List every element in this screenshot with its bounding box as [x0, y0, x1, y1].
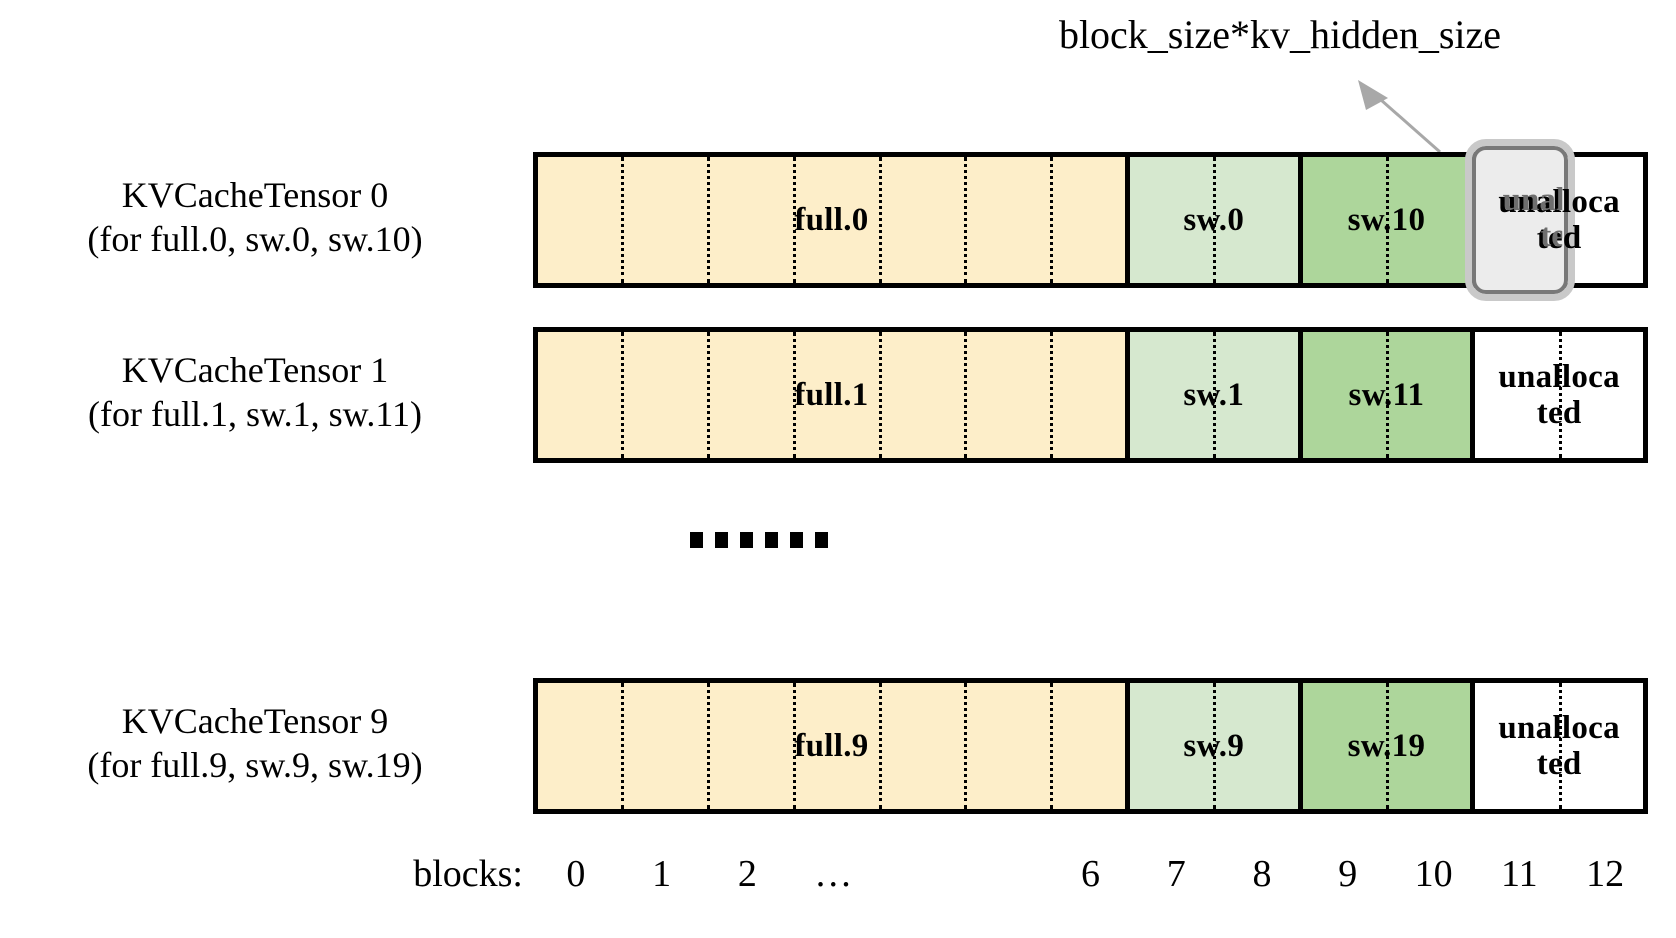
segment-label: sw.9 [1183, 727, 1245, 764]
block-divider [1050, 683, 1054, 809]
segment-label: sw.19 [1347, 727, 1426, 764]
block-divider [792, 157, 796, 283]
axis-tick-label: 1 [652, 853, 672, 895]
annotation-label: block_size*kv_hidden_size [1058, 12, 1502, 57]
axis-tick-label: 6 [1081, 853, 1100, 895]
annotation-arrow-icon [1358, 80, 1441, 154]
segment-label: full.1 [794, 376, 869, 413]
tensor-row: KVCacheTensor 0(for full.0, sw.0, sw.10)… [0, 139, 1676, 301]
ellipsis-dot [815, 532, 828, 548]
block-divider [1558, 683, 1562, 809]
tensor-name: KVCacheTensor 9 [121, 701, 389, 741]
tensor-sublabel: (for full.1, sw.1, sw.11) [88, 393, 422, 434]
bar-segment[interactable]: sw.19 [1297, 683, 1471, 809]
axis-tick-label: 11 [1501, 853, 1538, 895]
segment-label: full.9 [794, 727, 869, 764]
tensor-sublabel: (for full.0, sw.0, sw.10) [87, 218, 423, 259]
tensor-row-label: KVCacheTensor 0(for full.0, sw.0, sw.10) [20, 174, 490, 262]
bar-segment[interactable]: sw.11 [1297, 332, 1471, 458]
segment-label: sw.0 [1183, 201, 1245, 238]
block-divider [1213, 683, 1217, 809]
ellipsis-dot [765, 532, 778, 548]
bar-segment[interactable]: full.1 [538, 332, 1125, 458]
block-divider [878, 157, 882, 283]
axis-tick-label: 8 [1252, 853, 1272, 895]
axis-tick-label: … [814, 853, 853, 895]
segment-label: sw.11 [1348, 376, 1425, 413]
tensor-sublabel: (for full.9, sw.9, sw.19) [87, 744, 423, 785]
bar-segment[interactable]: full.9 [538, 683, 1125, 809]
block-divider [1050, 157, 1054, 283]
block-divider [878, 683, 882, 809]
block-divider [707, 332, 711, 458]
block-divider [1558, 332, 1562, 458]
rows-ellipsis [690, 532, 828, 548]
block-divider [621, 157, 625, 283]
segment-label: sw.10 [1347, 201, 1426, 238]
tensor-name: KVCacheTensor 0 [121, 175, 389, 215]
bar-segment[interactable]: sw.9 [1124, 683, 1298, 809]
block-divider [707, 157, 711, 283]
tensor-row-label: KVCacheTensor 9(for full.9, sw.9, sw.19) [20, 700, 490, 788]
block-divider [1213, 332, 1217, 458]
block-highlight-box[interactable] [1465, 139, 1576, 301]
ellipsis-dot [740, 532, 753, 548]
tensor-name: KVCacheTensor 1 [121, 350, 389, 390]
segment-label: sw.1 [1183, 376, 1245, 413]
block-divider [1385, 683, 1389, 809]
tensor-row-label: KVCacheTensor 1(for full.1, sw.1, sw.11) [20, 349, 490, 437]
block-divider [1050, 332, 1054, 458]
tensor-row: KVCacheTensor 1(for full.1, sw.1, sw.11)… [0, 327, 1676, 463]
block-divider [964, 683, 968, 809]
bar-segment[interactable]: full.0 [538, 157, 1125, 283]
bar-segment[interactable]: sw.1 [1124, 332, 1298, 458]
block-divider [621, 683, 625, 809]
block-divider [964, 332, 968, 458]
axis-tick-label: 10 [1414, 853, 1453, 895]
block-divider [1385, 157, 1389, 283]
block-divider [792, 332, 796, 458]
axis-tick-label: 12 [1586, 853, 1625, 895]
bar-segment[interactable]: sw.10 [1297, 157, 1471, 283]
bar-segment[interactable]: sw.0 [1124, 157, 1298, 283]
axis-title: blocks: [413, 853, 523, 895]
block-divider [621, 332, 625, 458]
axis-tick-label: 9 [1338, 853, 1358, 895]
block-divider [707, 683, 711, 809]
block-divider [792, 683, 796, 809]
block-divider [1385, 332, 1389, 458]
segment-label: full.0 [794, 201, 869, 238]
axis-tick-label: 0 [566, 853, 586, 895]
ellipsis-dot [790, 532, 803, 548]
ellipsis-dot [715, 532, 728, 548]
block-divider [878, 332, 882, 458]
block-divider [1213, 157, 1217, 283]
ellipsis-dot [690, 532, 703, 548]
block-divider [964, 157, 968, 283]
tensor-row: KVCacheTensor 9(for full.9, sw.9, sw.19)… [0, 678, 1676, 814]
axis-tick-label: 7 [1166, 853, 1186, 895]
axis-tick-label: 2 [737, 853, 757, 895]
